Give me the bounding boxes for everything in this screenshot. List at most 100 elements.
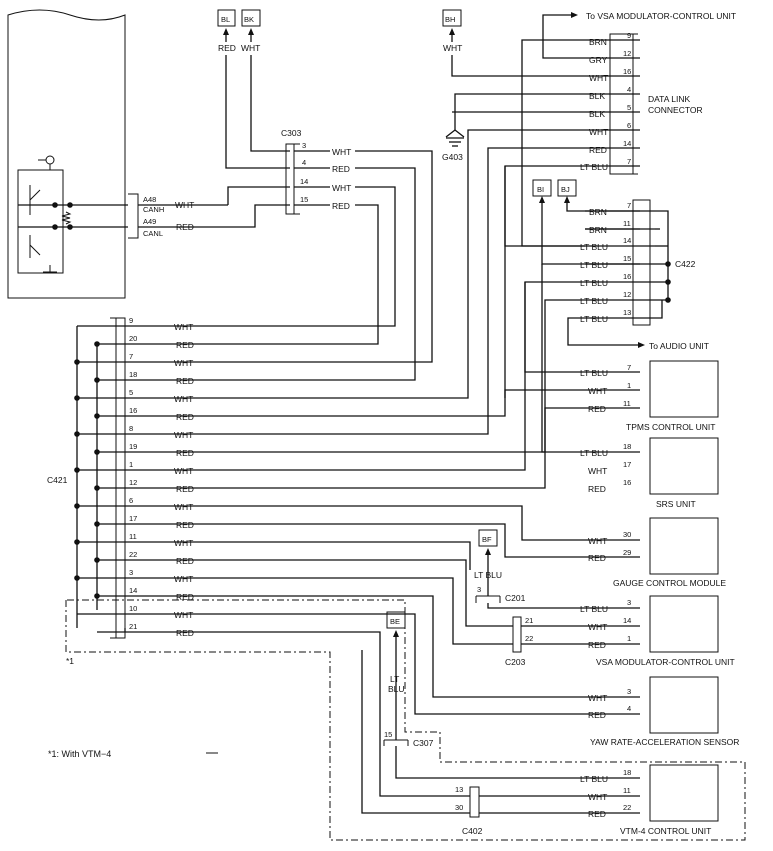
c421-splice-14 [94,593,100,599]
c421-color-16: RED [176,412,194,422]
c421-splice-19 [94,449,100,455]
tpms-label: TPMS CONTROL UNIT [626,422,715,432]
tpms-c1: WHT [588,386,607,396]
vtm4-c22: RED [588,809,606,819]
c421-color-11: WHT [174,538,193,548]
dlc-p4: 4 [627,85,631,94]
c303-4-color: RED [332,164,350,174]
bf-box-label: BF [482,535,492,544]
be-box [386,611,406,629]
vtm4-p22: 22 [623,803,631,812]
gauge-c29: RED [588,553,606,563]
c421-splice-18 [94,377,100,383]
c421-splice-16 [94,413,100,419]
tpms-p1: 1 [627,381,631,390]
c303-pin-15: 15 [300,195,308,204]
c303-3-color: WHT [332,147,351,157]
c421-pin-19: 19 [129,442,137,451]
dlc-p14: 14 [623,139,631,148]
vsa-p3: 3 [627,598,631,607]
audio-label: To AUDIO UNIT [649,341,709,351]
c422-connector [632,199,651,326]
dlc-c16: WHT [589,73,608,83]
bf-color: LT BLU [474,570,502,580]
c402-pin-13: 13 [455,785,463,794]
yaw-c3: WHT [588,693,607,703]
vtm4-option-outline [65,599,746,841]
c421-splice-12 [94,485,100,491]
c421-pin-9: 9 [129,316,133,325]
c421-color-12: RED [176,484,194,494]
c303-pin-14: 14 [300,177,308,186]
srs-p18: 18 [623,442,631,451]
ecm-canl-color: RED [176,222,194,232]
vtm4-footnote: *1: With VTM−4 [48,749,111,759]
bh-color: WHT [443,43,462,53]
c421-pin-22: 22 [129,550,137,559]
tpms-p11: 11 [623,399,631,408]
c421-color-20: RED [176,340,194,350]
c421-pin-1: 1 [129,460,133,469]
c303-label: C303 [281,128,302,138]
dlc-c7: LT BLU [580,162,608,172]
vtm4-c18: LT BLU [580,774,608,784]
c422-c11: BRN [589,225,607,235]
c201-label: C201 [505,593,526,603]
gauge-p29: 29 [623,548,631,557]
vsa-p14: 14 [623,616,631,625]
dlc-p16: 16 [623,67,631,76]
c421-connector [115,317,126,639]
tpms-c7: LT BLU [580,368,608,378]
c422-p12: 12 [623,290,631,299]
dlc-connector [609,33,634,175]
c421-color-8: WHT [174,430,193,440]
tpms-unit [649,360,719,418]
c421-splice-17 [94,521,100,527]
ecm-pin-canl: CANL [143,229,163,238]
vtm4-unit [649,764,719,822]
bk-box [241,9,261,27]
be-color-1: LT [390,674,399,684]
dlc-c14: RED [589,145,607,155]
bj-box-label: BJ [561,185,570,194]
bf-box [478,529,498,547]
c303-14-color: WHT [332,183,351,193]
ecm-pin-canh: CANH [143,205,164,214]
c303-connector [285,143,295,215]
srs-c16: RED [588,484,606,494]
c421-color-19: RED [176,448,194,458]
c421-color-6: WHT [174,502,193,512]
c421-color-1: WHT [174,466,193,476]
dlc-c9: BRN [589,37,607,47]
be-color-2: BLU [388,684,405,694]
c203-pin-21: 21 [525,616,533,625]
c422-p7: 7 [627,201,631,210]
dlc-label-1: DATA LINK [648,94,691,104]
c422-p16: 16 [623,272,631,281]
srs-unit [649,437,719,495]
c422-c12: LT BLU [580,296,608,306]
c421-rows: 9WHT20RED7WHT18RED5WHT16RED8WHT19RED1WHT… [74,316,195,638]
c421-pin-18: 18 [129,370,137,379]
c421-pin-10: 10 [129,604,137,613]
vsa-label: VSA MODULATOR-CONTROL UNIT [596,657,735,667]
bi-box-label: BI [537,185,544,194]
c422-p15: 15 [623,254,631,263]
srs-label: SRS UNIT [656,499,696,509]
c421-color-17: RED [176,520,194,530]
c421-pin-6: 6 [129,496,133,505]
c421-color-22: RED [176,556,194,566]
c422-c14: LT BLU [580,242,608,252]
c307-label: C307 [413,738,434,748]
bh-box-label: BH [445,15,455,24]
dlc-pins [585,39,640,167]
ecm-pin-a49: A49 [143,217,156,226]
c303-pin-3: 3 [302,141,306,150]
yaw-c4: RED [588,710,606,720]
c421-splice-6 [74,503,80,509]
bl-color: RED [218,43,236,53]
dlc-p5: 5 [627,103,631,112]
ecm-block [7,9,126,299]
yaw-p3: 3 [627,687,631,696]
